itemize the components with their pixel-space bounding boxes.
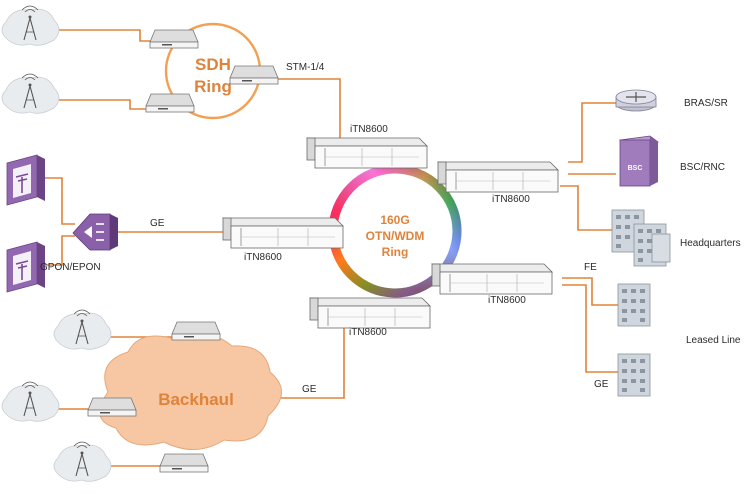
router-icon: [615, 89, 657, 112]
node-right-bottom-label: iTN8600: [488, 295, 526, 306]
node-left-label: iTN8600: [244, 252, 282, 263]
itn8600-node-top: [306, 137, 428, 169]
sdh-device-bottom: [145, 93, 195, 113]
cell-tower-icon: [1, 5, 60, 46]
link-odn2-olt: [43, 235, 75, 266]
leased-building-icon: [617, 283, 651, 327]
bsc-server-icon: BSC: [618, 135, 660, 187]
odn-splitter-icon: [6, 154, 46, 206]
link-node-hq: [560, 185, 612, 231]
ge-gpon-label: GE: [150, 218, 165, 229]
itn8600-node-left: [222, 217, 344, 249]
backhaul-device-top: [171, 321, 221, 341]
link-node-bras: [568, 102, 616, 163]
itn8600-node-right-bottom: [431, 263, 553, 295]
node-right-top-label: iTN8600: [492, 194, 530, 205]
bsc-rnc-label: BSC/RNC: [680, 162, 725, 173]
ring-label-line2: OTN/WDM: [366, 229, 425, 243]
ring-label-line3: Ring: [382, 245, 409, 259]
sdh-device-right: [229, 65, 279, 85]
sdh-device-top: [149, 29, 199, 49]
leased-building-icon: [617, 353, 651, 397]
link-backhaul-node: [264, 328, 345, 399]
link-sdh-ring: [278, 78, 341, 143]
ge-leased-label: GE: [594, 379, 609, 390]
fe-label: FE: [584, 262, 597, 273]
sdh-ring-label-line1: SDH: [195, 55, 231, 74]
cell-tower-icon: [1, 73, 60, 114]
node-top-label: iTN8600: [350, 124, 388, 135]
leased-line-label: Leased Line: [686, 335, 741, 346]
backhaul-device-bottom: [159, 453, 209, 473]
ring-label-line1: 160G: [380, 213, 409, 227]
link-node-leased1: [562, 277, 618, 306]
bsc-badge-text: BSC: [628, 165, 643, 172]
backhaul-device-left: [87, 397, 137, 417]
gpon-epon-label: GPON/EPON: [40, 262, 101, 273]
itn8600-node-bottom: [309, 297, 431, 329]
link-tower1-sdh: [56, 29, 152, 42]
link-tower2-sdh: [56, 99, 148, 110]
headquarters-building-icon: [611, 209, 671, 267]
itn8600-node-right-top: [437, 161, 559, 193]
backhaul-cloud: [99, 333, 282, 451]
cell-tower-icon: [1, 381, 60, 422]
node-bottom-label: iTN8600: [349, 327, 387, 338]
gpon-olt-icon: [72, 213, 118, 251]
link-node-leased2: [562, 284, 618, 373]
cell-tower-icon: [53, 309, 112, 350]
bras-sr-label: BRAS/SR: [684, 98, 728, 109]
cell-tower-icon: [53, 441, 112, 482]
link-odn1-olt: [43, 177, 75, 225]
headquarters-label: Headquarters: [680, 238, 741, 249]
stm-label: STM-1/4: [286, 62, 325, 73]
backhaul-label: Backhaul: [158, 390, 234, 409]
ge-backhaul-label: GE: [302, 384, 317, 395]
sdh-ring-label-line2: Ring: [194, 77, 232, 96]
